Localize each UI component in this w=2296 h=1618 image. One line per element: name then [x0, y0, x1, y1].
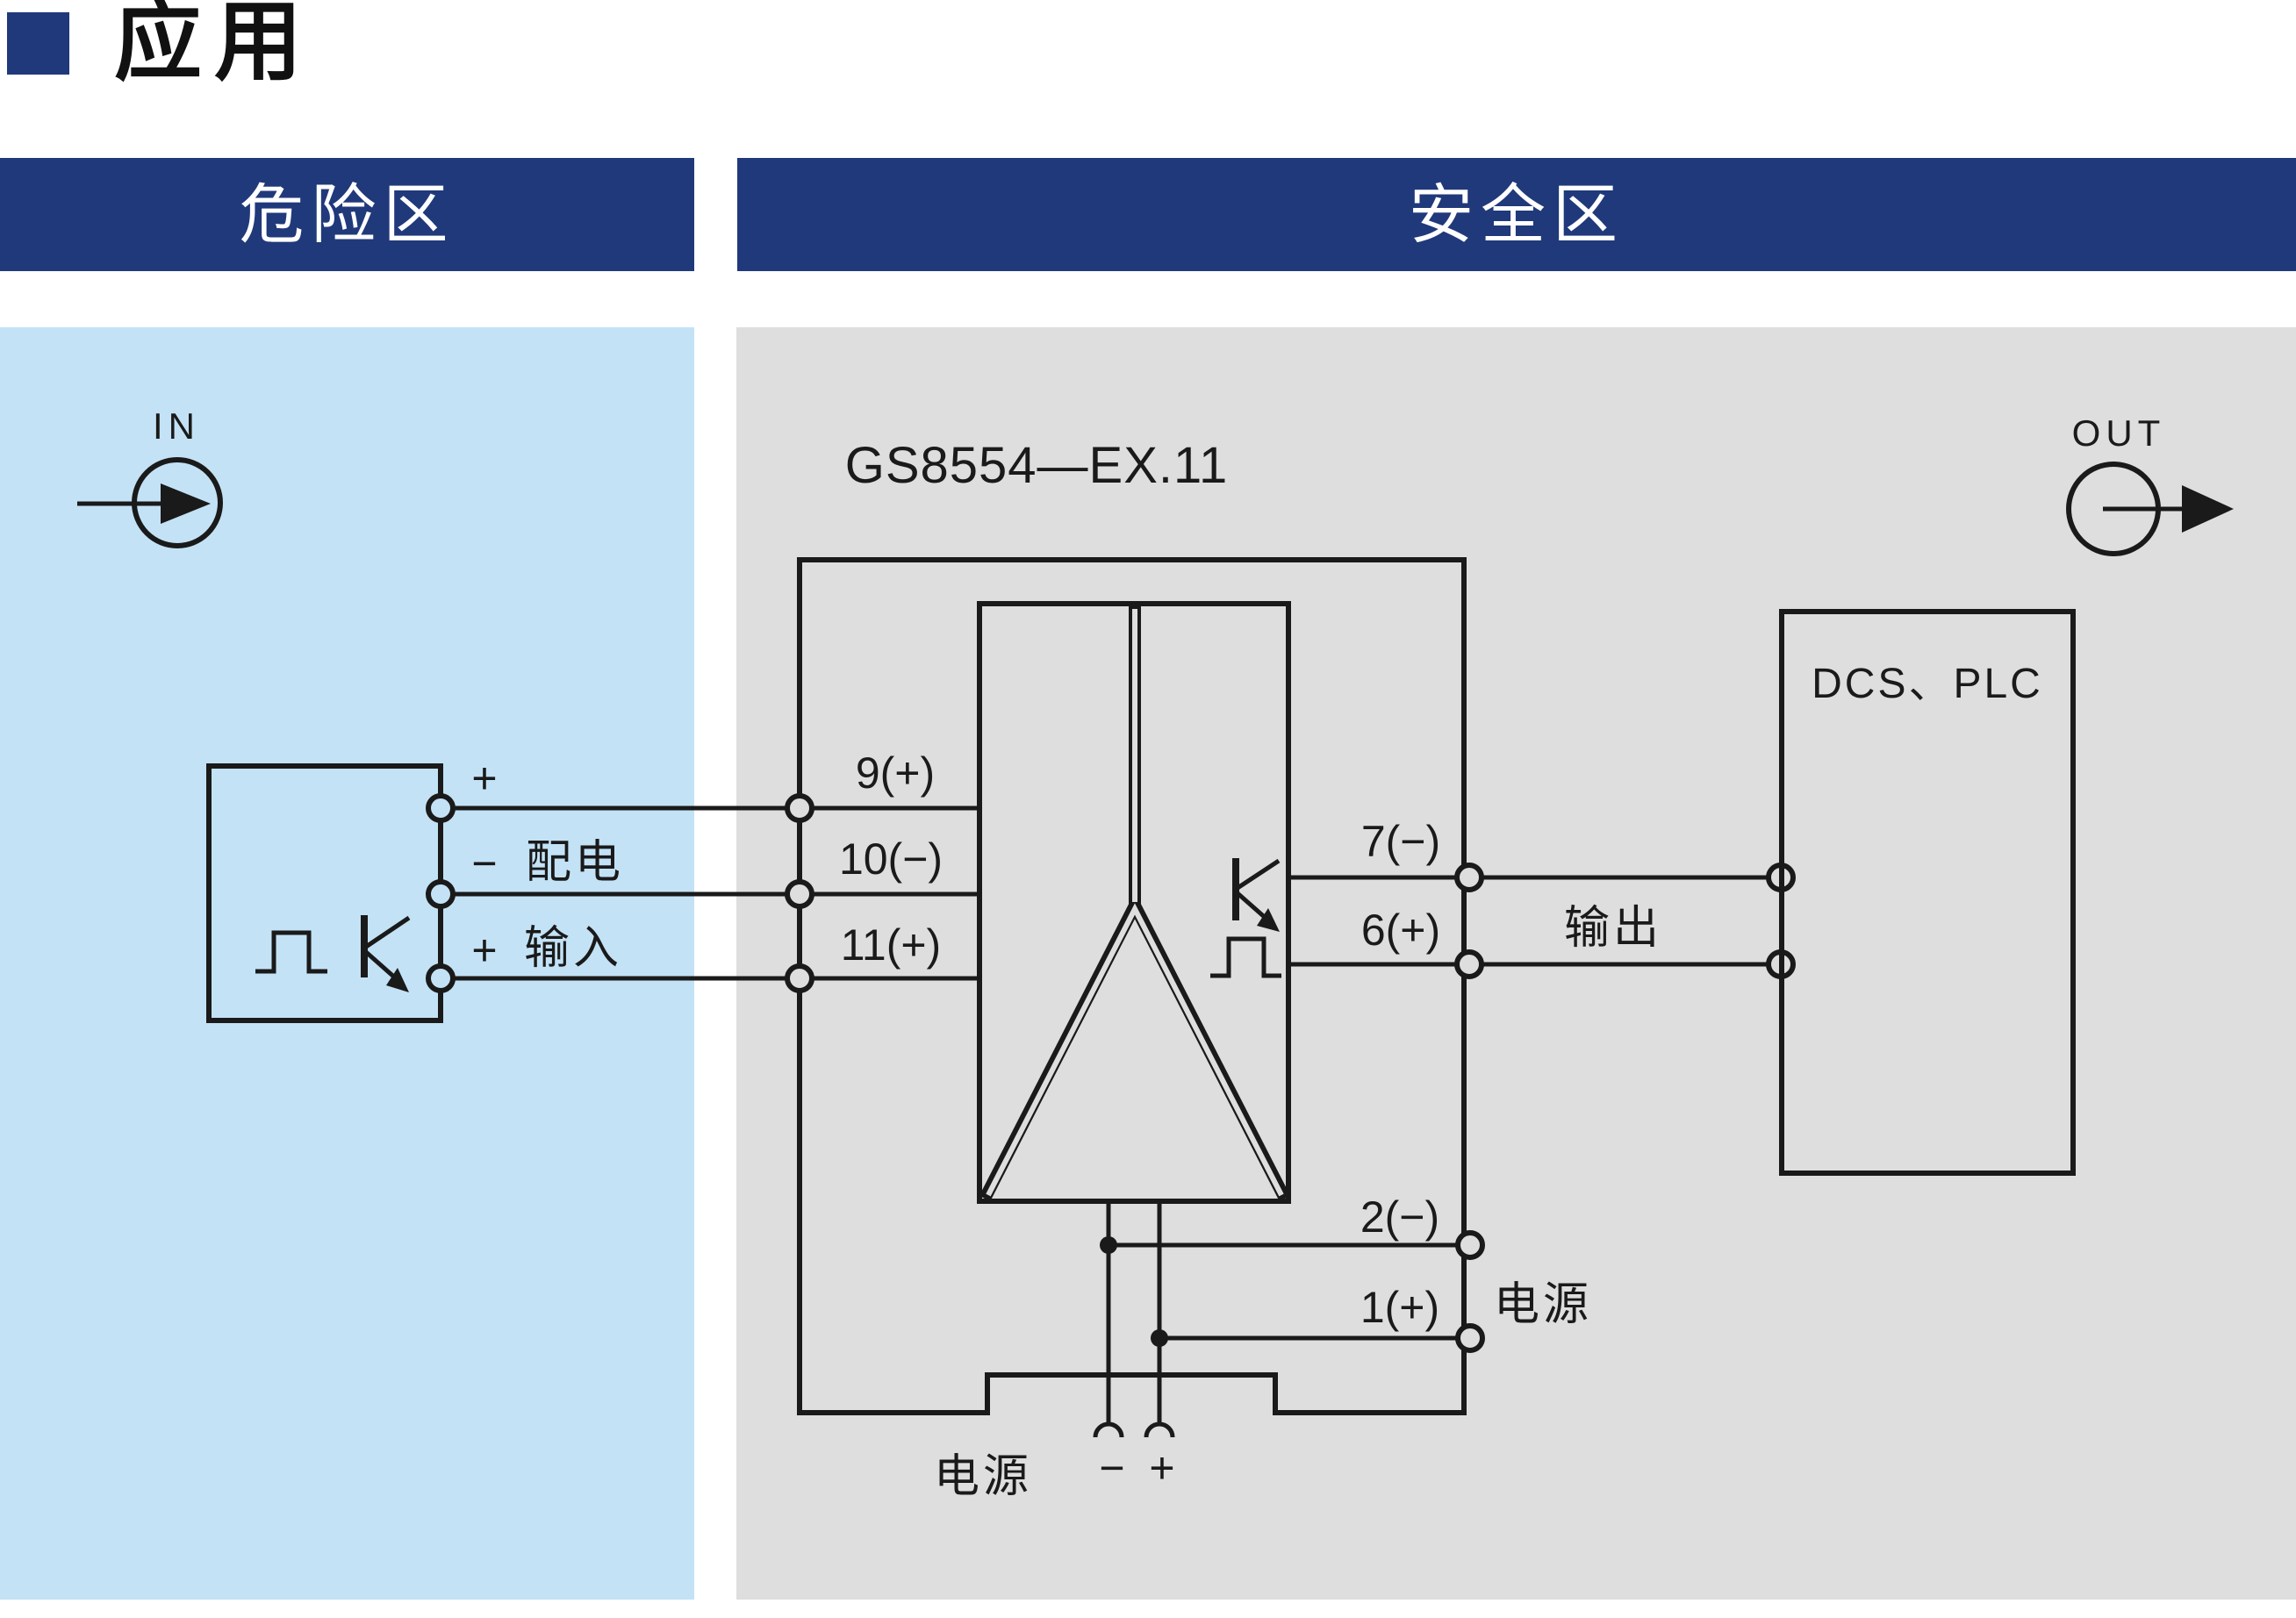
safe-zone-header: 安全区: [737, 158, 2296, 271]
terminal-2-label: 2(−): [1360, 1192, 1439, 1242]
power-label-right: 电源: [1494, 1279, 1592, 1330]
terminal-1-label: 1(+): [1360, 1283, 1439, 1332]
in-marker-icon: IN: [77, 405, 223, 548]
module-terminal-10: [785, 879, 814, 909]
dcs-plc-label: DCS、PLC: [1812, 661, 2043, 707]
module-terminal-11: [785, 963, 814, 993]
module-terminal-7: [1454, 863, 1484, 892]
wire2-sign: −: [471, 839, 497, 888]
bottom-power-labels: 电源 − +: [934, 1443, 1175, 1502]
wire3-label: 输入: [524, 923, 622, 974]
sensor-terminal: [426, 793, 456, 823]
junction-dot: [1100, 1236, 1117, 1254]
sensor-terminal: [426, 963, 456, 993]
output-wires: [1288, 863, 1796, 979]
module-terminal-6: [1454, 949, 1484, 979]
transistor-icon: [361, 915, 411, 992]
amplifier-block: [977, 601, 1291, 1204]
power-label-bottom: 电源: [934, 1451, 1032, 1502]
module-terminal-2: [1455, 1230, 1485, 1260]
output-transistor-icon: [1232, 858, 1281, 932]
power-socket-icon: [1144, 1421, 1175, 1438]
power-minus-sign: −: [1099, 1443, 1124, 1493]
dcs-plc-box: DCS、PLC: [1779, 609, 2076, 1176]
module-terminal-9: [785, 793, 814, 823]
pulse-signal-icon: [255, 930, 327, 974]
module-name: GS8554—EX.11: [845, 437, 1229, 494]
power-plus-sign: +: [1149, 1443, 1174, 1493]
output-pulse-icon: [1210, 936, 1281, 978]
power-socket-icon: [1093, 1421, 1124, 1438]
in-marker-label: IN: [153, 405, 200, 447]
terminal-9-label: 9(+): [856, 748, 935, 798]
output-label: 输出: [1564, 903, 1662, 954]
power-rails: [1093, 1201, 1470, 1438]
out-arrow-icon: [2182, 485, 2234, 533]
terminal-7-label: 7(−): [1361, 817, 1440, 866]
module-outline: [797, 557, 1467, 1415]
hazardous-zone-label: 危险区: [239, 178, 456, 251]
page-title: 应用: [114, 0, 314, 91]
safe-zone-label: 安全区: [1409, 178, 1625, 251]
wire3-sign: +: [471, 926, 497, 975]
terminal-10-label: 10(−): [839, 834, 943, 884]
sensor-box: [206, 763, 456, 1023]
wire2-label: 配电: [526, 837, 624, 888]
terminal-11-label: 11(+): [841, 920, 941, 970]
wire1-sign: +: [471, 754, 497, 803]
out-marker-label: OUT: [2072, 412, 2166, 454]
sensor-terminal: [426, 879, 456, 909]
hazardous-zone-header: 危险区: [0, 158, 694, 271]
input-wires: [441, 805, 979, 981]
in-arrow-icon: [161, 483, 211, 524]
isolation-amplifier-icon: [979, 606, 1291, 1202]
isolator-module-box: 9(+) 10(−) 11(+) 2(−) 1(+): [785, 557, 1485, 1438]
junction-dot: [1151, 1329, 1168, 1347]
title-marker: [7, 12, 69, 75]
out-marker-icon: OUT: [2066, 412, 2234, 556]
hazardous-zone-area: [0, 327, 694, 1600]
module-terminal-1: [1455, 1323, 1485, 1353]
input-wire-labels: + − 配电 + 输入: [471, 754, 624, 975]
terminal-6-label: 6(+): [1361, 906, 1440, 955]
